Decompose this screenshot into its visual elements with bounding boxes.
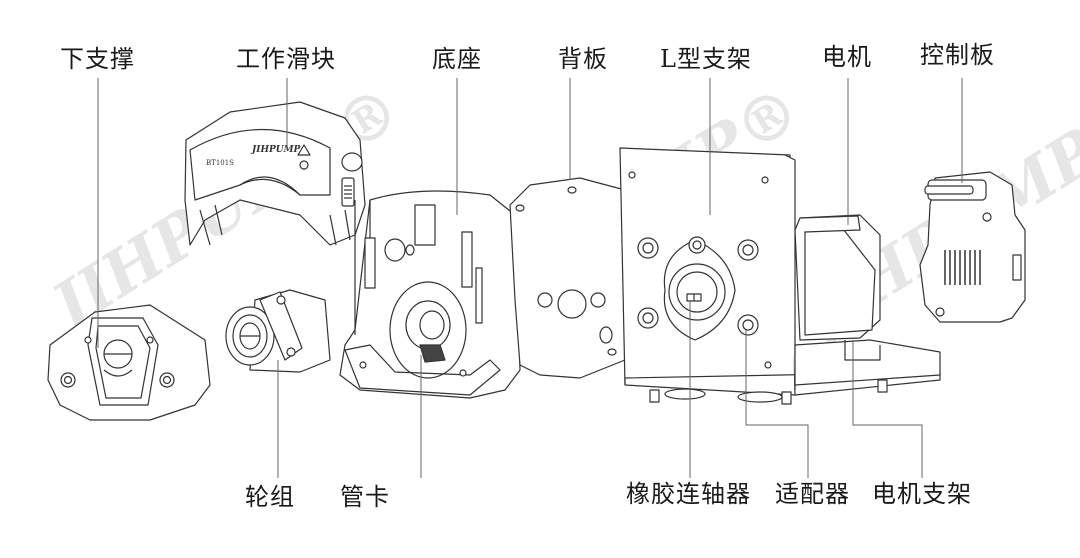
label-l-bracket: L型支架 bbox=[660, 45, 752, 73]
control-board-part bbox=[919, 171, 1026, 323]
label-work-slider: 工作滑块 bbox=[236, 45, 336, 73]
label-back-plate: 背板 bbox=[558, 45, 608, 73]
back-plate-part bbox=[509, 177, 641, 379]
l-bracket-part bbox=[619, 147, 941, 396]
svg-text:JIHPUMP: JIHPUMP bbox=[250, 145, 301, 155]
roller-group-part bbox=[225, 289, 331, 373]
leader-motor-bracket bbox=[852, 340, 923, 478]
label-control-board: 控制板 bbox=[920, 41, 995, 69]
base-part bbox=[339, 190, 521, 399]
label-lower-support: 下支撑 bbox=[60, 45, 135, 73]
lower-support-part bbox=[47, 304, 211, 421]
motor-part bbox=[794, 214, 881, 341]
work-slider-part: JIHPUMP BT101S bbox=[184, 101, 366, 246]
label-motor-bracket: 电机支架 bbox=[872, 480, 972, 508]
svg-text:BT101S: BT101S bbox=[206, 159, 234, 167]
label-rubber-coupling: 橡胶连轴器 bbox=[626, 480, 751, 508]
label-roller-group: 轮组 bbox=[245, 483, 295, 511]
motor-bracket-part bbox=[649, 339, 941, 405]
label-motor: 电机 bbox=[822, 43, 872, 71]
label-base: 底座 bbox=[432, 45, 482, 73]
leader-lines bbox=[97, 78, 963, 478]
label-tube-clamp: 管卡 bbox=[340, 483, 390, 511]
label-adapter: 适配器 bbox=[775, 480, 850, 508]
leader-adapter bbox=[745, 330, 809, 478]
